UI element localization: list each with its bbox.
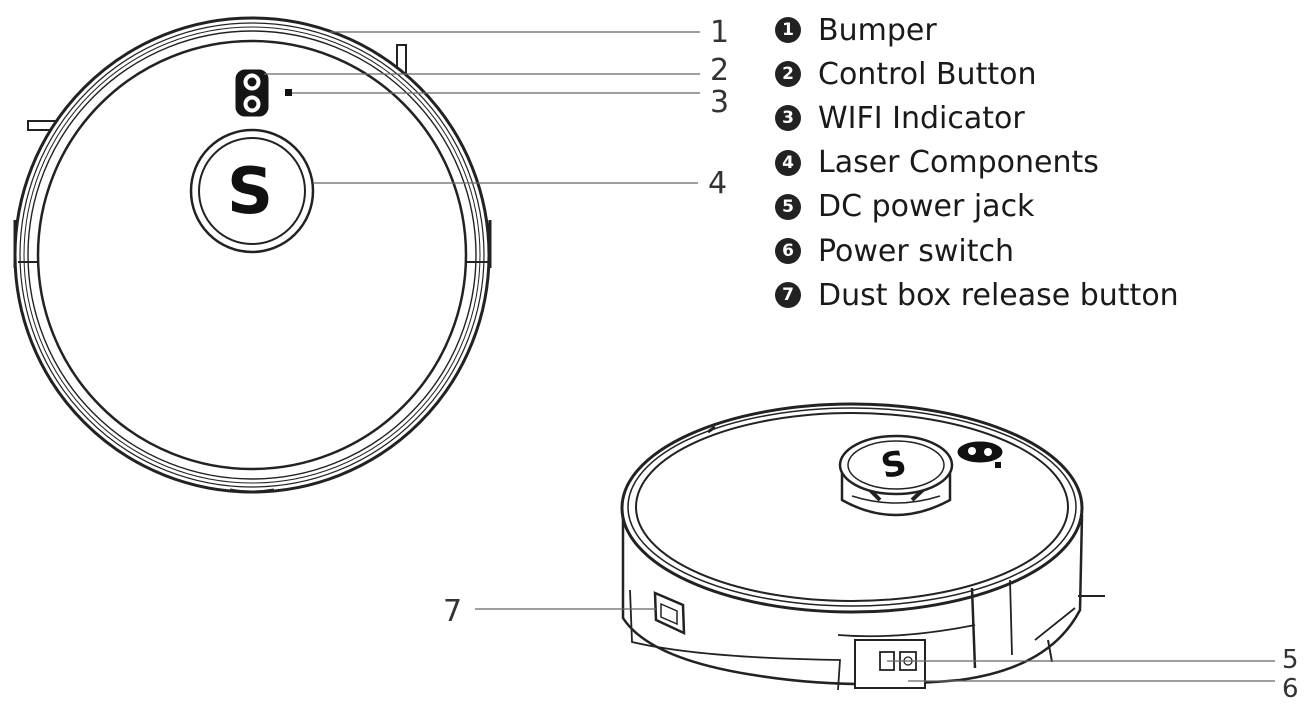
legend-number-badge: 6: [775, 238, 801, 265]
wifi-indicator: [285, 89, 292, 96]
callout-1: 1: [710, 15, 729, 50]
robot-top-rim: [620, 402, 1084, 614]
laser-tower-top: [838, 434, 954, 496]
callout-3: 3: [710, 85, 729, 120]
robot-perspective-view: S: [620, 402, 1105, 691]
legend-label: DC power jack: [818, 189, 1035, 225]
legend-number-badge: 4: [775, 149, 801, 176]
rear-port-panel: [854, 639, 926, 689]
leader-lines-bottom: [475, 608, 1275, 682]
legend-label: Bumper: [818, 12, 937, 48]
callout-7: 7: [443, 594, 462, 629]
legend-item-dust-box-release-button: 7 Dust box release button: [775, 273, 1179, 317]
legend-number-badge: 3: [775, 105, 801, 132]
legend-label: Control Button: [818, 56, 1037, 92]
legend-label: Laser Components: [818, 145, 1099, 181]
dust-box: [629, 589, 841, 691]
legend-item-control-button: 2 Control Button: [775, 52, 1179, 96]
logo-mark: S: [227, 155, 273, 229]
callout-2: 2: [710, 53, 729, 88]
legend-item-wifi-indicator: 3 WIFI Indicator: [775, 96, 1179, 140]
legend-number-badge: 1: [775, 17, 801, 44]
legend-number-badge: 2: [775, 61, 801, 88]
callout-6: 6: [1282, 674, 1299, 704]
legend-label: Power switch: [818, 233, 1015, 269]
legend-item-power-switch: 6 Power switch: [775, 229, 1179, 273]
control-button-perspective: [957, 441, 1003, 463]
leader-lines-top: [264, 31, 700, 184]
top-cover: [36, 39, 468, 471]
parts-legend: 1 Bumper 2 Control Button 3 WIFI Indicat…: [775, 8, 1179, 317]
legend-number-badge: 7: [775, 282, 801, 309]
callout-5: 5: [1282, 645, 1299, 675]
laser-tower: [189, 128, 315, 254]
legend-label: WIFI Indicator: [818, 100, 1025, 136]
callout-numbers-top: 1 2 3 4: [708, 15, 729, 201]
callout-numbers-bottom: 7 5 6: [443, 594, 1299, 704]
callout-4: 4: [708, 166, 727, 201]
legend-item-dc-power-jack: 5 DC power jack: [775, 185, 1179, 229]
legend-number-badge: 5: [775, 193, 801, 220]
legend-item-bumper: 1 Bumper: [775, 8, 1179, 52]
legend-item-laser-components: 4 Laser Components: [775, 141, 1179, 185]
legend-label: Dust box release button: [818, 277, 1179, 313]
robot-top-view: S: [13, 16, 492, 494]
